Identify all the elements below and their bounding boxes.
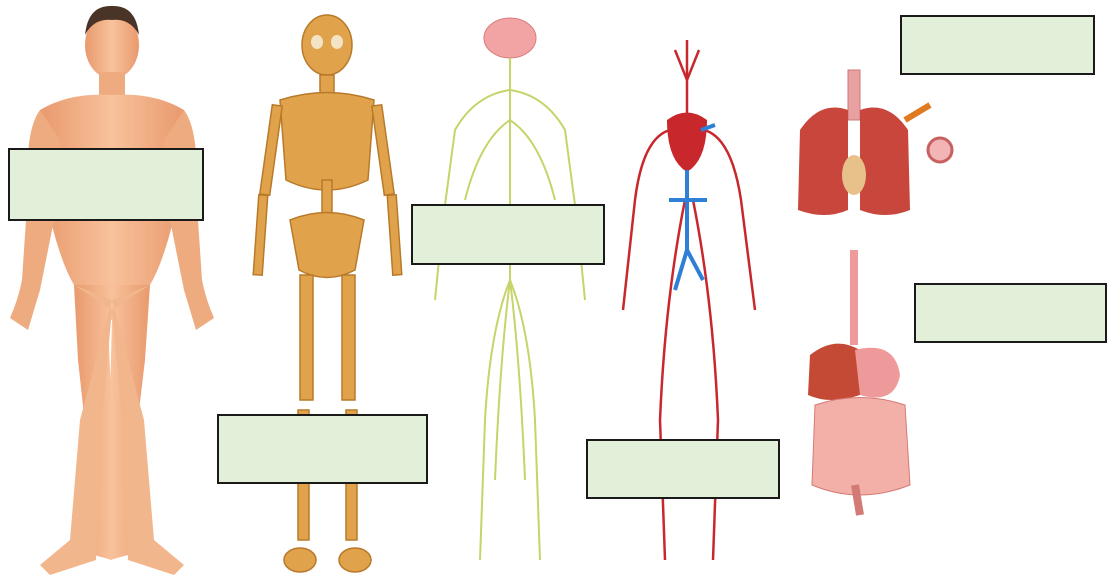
digestive-system-figure bbox=[800, 245, 920, 525]
human-body-figure bbox=[0, 0, 225, 585]
skeleton-label-box[interactable] bbox=[217, 414, 428, 484]
nervous-label-box[interactable] bbox=[411, 204, 605, 265]
digestive-label-box[interactable] bbox=[914, 283, 1107, 343]
nervous-system-figure bbox=[425, 0, 595, 585]
respiratory-label-box[interactable] bbox=[900, 15, 1095, 75]
circulatory-label-box[interactable] bbox=[586, 439, 780, 499]
body-label-box[interactable] bbox=[8, 148, 204, 221]
skeletal-system-figure bbox=[240, 0, 415, 585]
